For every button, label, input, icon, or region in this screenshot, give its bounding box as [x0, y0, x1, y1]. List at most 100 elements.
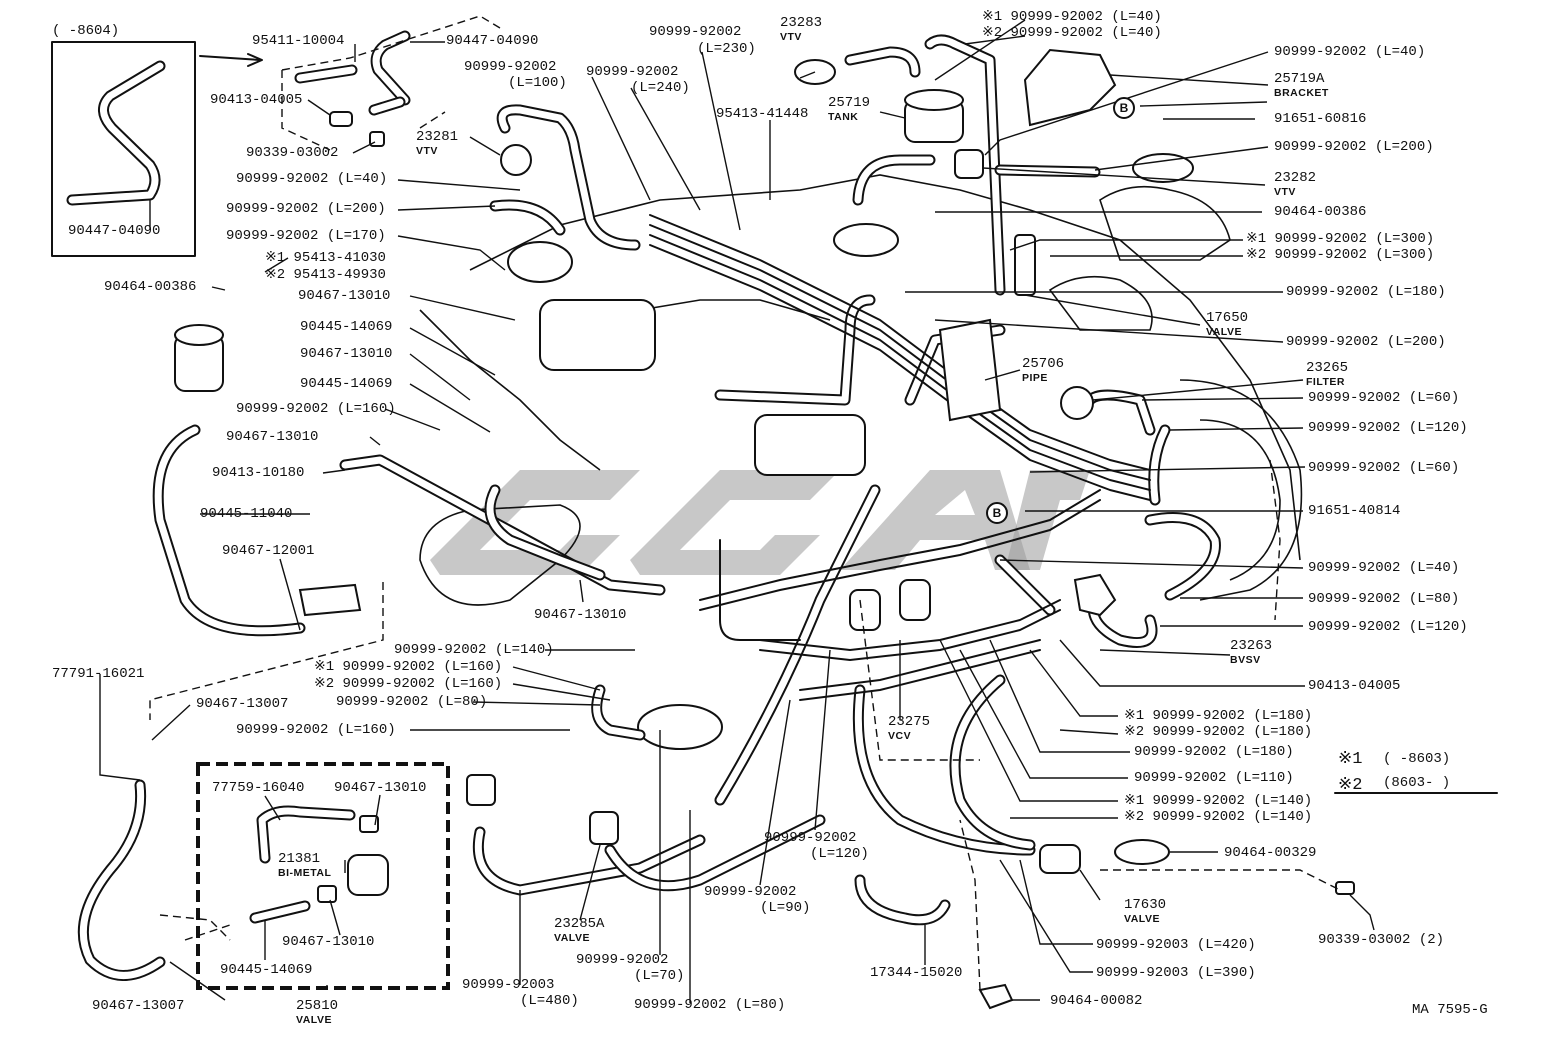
- clamp-90464-00329: [1114, 839, 1170, 865]
- label-90999-l240: (L=240): [631, 80, 690, 96]
- label-90447-04090-inset: 90447-04090: [68, 223, 161, 239]
- label-90413-10180: 90413-10180: [212, 465, 305, 481]
- dashed-guides: [149, 459, 1341, 991]
- sublabel-23263: BVSV: [1230, 654, 1261, 666]
- marker-b-top: B: [1113, 97, 1135, 119]
- label-90999-l200-b: 90999-92002 (L=200): [1274, 139, 1434, 155]
- label-90999-l80-a: 90999-92002 (L=80): [336, 694, 488, 710]
- label-90467-12001: 90467-12001: [222, 543, 315, 559]
- label-90999-l160-s1: ※1 90999-92002 (L=160): [314, 659, 503, 675]
- vtv-23281: [500, 144, 532, 176]
- label-90445-14069-c: 90445-14069: [220, 962, 313, 978]
- label-90999-top1: 90999-92002: [464, 59, 557, 75]
- vcv-23275: [849, 589, 881, 631]
- label-95411-10004: 95411-10004: [252, 33, 345, 49]
- leader-lines: [99, 19, 1375, 1003]
- legend-note-2: ※2: [1338, 776, 1363, 795]
- label-90467-13010-e: 90467-13010: [334, 780, 427, 796]
- label-90999-92003-l480-code: 90999-92003: [462, 977, 555, 993]
- valve-17650: [1014, 234, 1036, 296]
- legend-note-1: ※1: [1338, 750, 1363, 769]
- sublabel-17630: VALVE: [1124, 913, 1160, 925]
- label-23285a: 23285A: [554, 916, 605, 932]
- label-90999-top3: 90999-92002: [649, 24, 742, 40]
- label-90999-l160-b: 90999-92002 (L=160): [236, 722, 396, 738]
- label-90999-l180-b: 90999-92002 (L=180): [1134, 744, 1294, 760]
- label-90999-l90-code: 90999-92002: [704, 884, 797, 900]
- sublabel-21381: BI-METAL: [278, 867, 332, 879]
- label-90999-l90: (L=90): [760, 900, 811, 916]
- label-25719: 25719: [828, 95, 871, 111]
- inset-arrow: [199, 53, 263, 67]
- pipe-bracket-25706: [938, 318, 1002, 422]
- label-90999-l160-s2: ※2 90999-92002 (L=160): [314, 676, 503, 692]
- label-90445-11040: 90445-11040: [200, 506, 293, 522]
- bracket-25719a: [1023, 48, 1117, 127]
- sublabel-23281: VTV: [416, 145, 438, 157]
- small-hoses-top-left: [294, 30, 411, 147]
- label-90467-13010-c: 90467-13010: [226, 429, 319, 445]
- label-90999-l160-a: 90999-92002 (L=160): [236, 401, 396, 417]
- label-90999-l80-c: 90999-92002 (L=80): [634, 997, 786, 1013]
- label-90999-l120-a: 90999-92002 (L=120): [1308, 420, 1468, 436]
- label-90467-13010-d: 90467-13010: [534, 607, 627, 623]
- label-90999-l200-c: 90999-92002 (L=200): [1286, 334, 1446, 350]
- sublabel-25719: TANK: [828, 111, 859, 123]
- bvsv-23263: [1073, 573, 1117, 617]
- bimetal-inset-parts: [249, 805, 389, 924]
- inset-frame: [51, 41, 196, 257]
- label-90464-00386-left: 90464-00386: [104, 279, 197, 295]
- label-90467-13010-b: 90467-13010: [300, 346, 393, 362]
- label-95413-41030: ※1 95413-41030: [265, 250, 386, 266]
- label-90339-03002-top: 90339-03002: [246, 145, 339, 161]
- label-17650: 17650: [1206, 310, 1249, 326]
- label-23281: 23281: [416, 129, 459, 145]
- label-90999-l180-a: 90999-92002 (L=180): [1286, 284, 1446, 300]
- label-25706: 25706: [1022, 356, 1065, 372]
- label-90999-l200-a: 90999-92002 (L=200): [226, 201, 386, 217]
- label-90999-l40-b: 90999-92002 (L=40): [1274, 44, 1426, 60]
- label-90999-l70-code: 90999-92002: [576, 952, 669, 968]
- label-90467-13007-b: 90467-13007: [92, 998, 185, 1014]
- label-95413-41448: 95413-41448: [716, 106, 809, 122]
- sublabel-23265: FILTER: [1306, 376, 1345, 388]
- sublabel-23285a: VALVE: [554, 932, 590, 944]
- valve-90467-12001: [298, 583, 362, 617]
- label-90999-l60-a: 90999-92002 (L=60): [1308, 390, 1460, 406]
- label-90999-l40-c: 90999-92002 (L=40): [1308, 560, 1460, 576]
- label-90464-00329: 90464-00329: [1224, 845, 1317, 861]
- legend-note-1-range: ( -8603): [1383, 751, 1451, 767]
- label-90467-13010-a: 90467-13010: [298, 288, 391, 304]
- label-90999-l120-c: (L=120): [810, 846, 869, 862]
- label-91651-40814: 91651-40814: [1308, 503, 1401, 519]
- label-90464-00386-right: 90464-00386: [1274, 204, 1367, 220]
- label-90999-l60-b: 90999-92002 (L=60): [1308, 460, 1460, 476]
- label-90999-l110: 90999-92002 (L=110): [1134, 770, 1294, 786]
- filter-23265: [1060, 386, 1094, 420]
- label-90999-92003-l420: 90999-92003 (L=420): [1096, 937, 1256, 953]
- label-90999-top2: 90999-92002: [586, 64, 679, 80]
- label-90999-l40-s2: ※2 90999-92002 (L=40): [982, 25, 1162, 41]
- sublabel-23282: VTV: [1274, 186, 1296, 198]
- label-90999-l40-a: 90999-92002 (L=40): [236, 171, 388, 187]
- label-23263: 23263: [1230, 638, 1273, 654]
- label-91651-60816: 91651-60816: [1274, 111, 1367, 127]
- label-90999-l180-s2: ※2 90999-92002 (L=180): [1124, 724, 1313, 740]
- bimetal-inset-frame: [196, 762, 450, 990]
- label-90999-l140-s2: ※2 90999-92002 (L=140): [1124, 809, 1313, 825]
- label-90447-04090-top: 90447-04090: [446, 33, 539, 49]
- valve-23285a: [589, 811, 619, 845]
- label-21381: 21381: [278, 851, 321, 867]
- components: [174, 48, 1355, 1010]
- plug-90339: [1335, 881, 1355, 895]
- label-90339-03002-right: 90339-03002 (2): [1318, 932, 1445, 948]
- label-90999-l120-b: 90999-92002 (L=120): [1308, 619, 1468, 635]
- label-90999-l180-s1: ※1 90999-92002 (L=180): [1124, 708, 1313, 724]
- label-90999-l230: (L=230): [697, 41, 756, 57]
- clip-90464-00082: [978, 983, 1014, 1010]
- label-77791-16021: 77791-16021: [52, 666, 145, 682]
- label-90999-mid: 90999-92002: [764, 830, 857, 846]
- sublabel-17650: VALVE: [1206, 326, 1242, 338]
- label-23283: 23283: [780, 15, 823, 31]
